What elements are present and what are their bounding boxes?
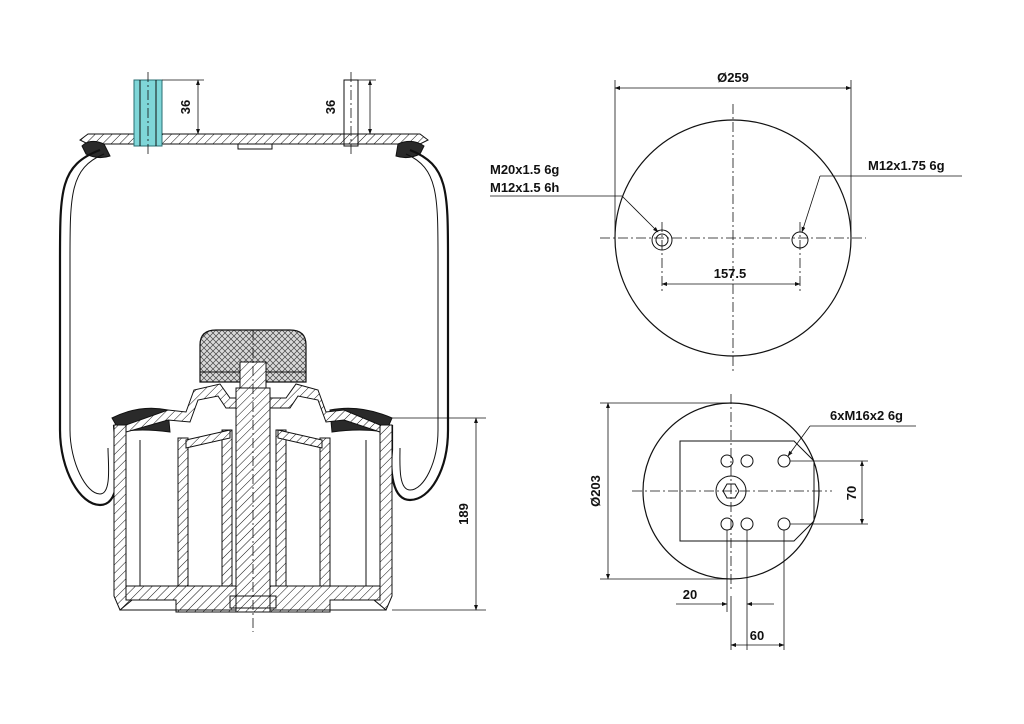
top-view: Ø259 157.5 M20x1.5 6g M12x1.5 6h M12x1.7… — [490, 70, 962, 372]
center-hex — [722, 483, 740, 499]
label-thread-left-1: M20x1.5 6g — [490, 162, 559, 177]
bolt-hole — [777, 454, 791, 468]
inner-diagonal — [185, 429, 231, 449]
dim-bottom-vertical: 70 — [844, 486, 859, 500]
dim-bottom-diameter: Ø203 — [588, 475, 603, 507]
bolt-hole — [720, 454, 734, 468]
center-boss — [715, 475, 747, 507]
bolt-hole — [777, 517, 791, 531]
rib-3 — [275, 429, 287, 587]
rib-4 — [319, 437, 331, 587]
dim-offset-large: 60 — [750, 628, 764, 643]
bolt-hole — [740, 454, 754, 468]
dim-top-diameter: Ø259 — [717, 70, 749, 85]
dim-offset-small: 20 — [683, 587, 697, 602]
piston-wall-left — [113, 424, 133, 611]
rib-1 — [177, 437, 189, 587]
bead-left — [81, 140, 111, 159]
inner-diagonal-2 — [277, 429, 323, 449]
label-thread-right: M12x1.75 6g — [868, 158, 945, 173]
plate-label-slot — [237, 143, 273, 150]
dim-stud-left: 36 — [178, 100, 193, 114]
dim-top-hole-spacing: 157.5 — [714, 266, 747, 281]
top-plate — [79, 133, 429, 145]
rib-2 — [221, 429, 233, 587]
dim-stud-right: 36 — [323, 100, 338, 114]
dim-piston-height: 189 — [456, 503, 471, 525]
bellow-inner — [69, 153, 439, 495]
bottom-view: 6xM16x2 6g Ø203 70 20 60 — [588, 394, 916, 650]
label-bolt-pattern: 6xM16x2 6g — [830, 408, 903, 423]
bolt-hole — [740, 517, 754, 531]
label-thread-left-2: M12x1.5 6h — [490, 180, 559, 195]
piston-wall-right — [373, 424, 393, 611]
mounting-plate — [679, 440, 815, 542]
side-section-view: 36 36 189 — [58, 72, 486, 632]
